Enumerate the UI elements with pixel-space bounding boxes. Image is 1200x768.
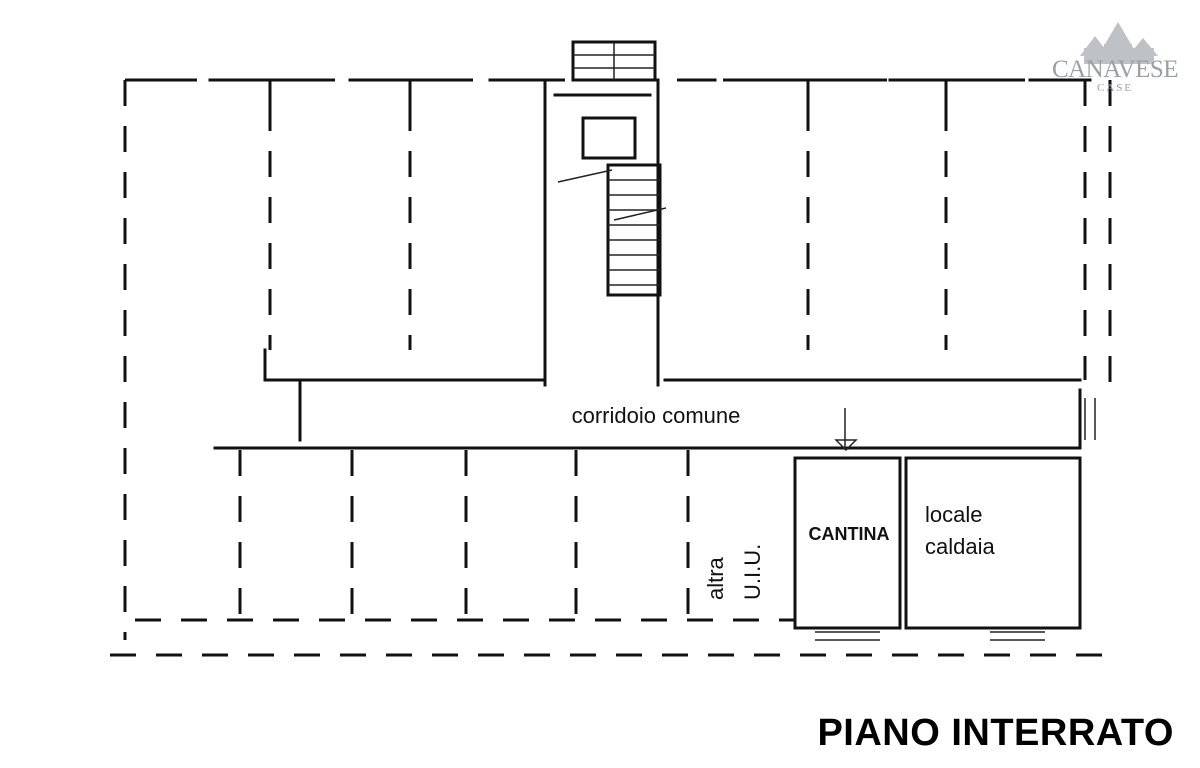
logo-house-icon: [1080, 22, 1158, 64]
logo-subtext: CASE: [1096, 82, 1134, 94]
cellar-label: CANTINA: [809, 524, 890, 544]
other-unit-code: U.I.U.: [740, 544, 765, 600]
other-unit-label: altra: [703, 556, 728, 600]
upper-spaces-bottom: [263, 348, 1082, 442]
boiler-label: locale: [925, 502, 982, 527]
column-lines-lower: [238, 450, 690, 620]
top-wall: [148, 78, 1092, 107]
boiler-label-2: caldaia: [925, 534, 995, 559]
page-title: PIANO INTERRATO: [817, 712, 1174, 754]
logo-text: CANAVESE: [1051, 56, 1179, 83]
corridor-wall: [213, 388, 1096, 452]
corridor-label: corridoio comune: [572, 403, 741, 428]
stair-core: [543, 40, 667, 387]
column-lines-upper: [268, 80, 1087, 380]
service-rooms: [793, 456, 1082, 641]
